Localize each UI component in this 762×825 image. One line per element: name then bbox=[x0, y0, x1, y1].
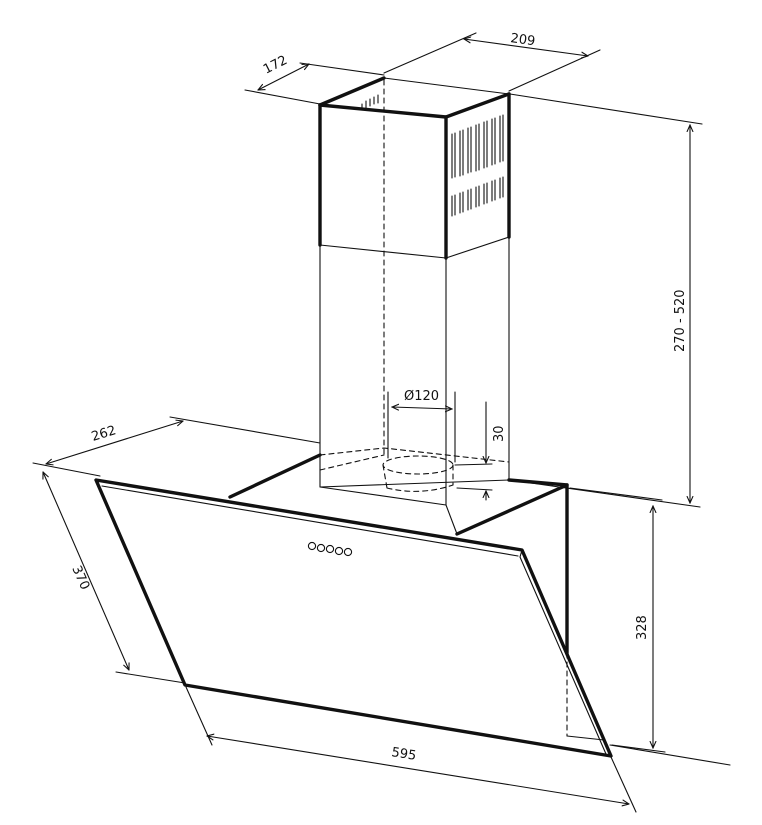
hood-top-back-line bbox=[228, 453, 322, 499]
dim-209-ext-a bbox=[383, 32, 477, 74]
dim-270-ext-top bbox=[509, 93, 703, 125]
dim-270-ext-bottom bbox=[509, 479, 701, 508]
hood-body bbox=[228, 453, 605, 741]
dim-270-label: 270 - 520 bbox=[673, 289, 688, 352]
dim-hood-depth: 262 bbox=[32, 416, 321, 477]
dim-328-floor bbox=[609, 744, 731, 766]
duct-offset-ext-bottom bbox=[456, 487, 493, 491]
glass-panel bbox=[94, 478, 613, 758]
vent-slots-right bbox=[451, 114, 504, 217]
glass-inner-edge bbox=[519, 549, 607, 755]
dim-595-label: 595 bbox=[390, 745, 417, 764]
dim-262-ext-b bbox=[169, 416, 321, 444]
vent-slot-icon bbox=[361, 94, 379, 111]
dim-209-label: 209 bbox=[509, 31, 536, 49]
dim-370-line bbox=[43, 472, 129, 670]
vent-slot-icon bbox=[467, 188, 472, 211]
duct-bottom-curve bbox=[386, 484, 454, 492]
glass-top-inner bbox=[101, 485, 519, 557]
dim-328-ext-top bbox=[569, 487, 663, 501]
dim-595-line bbox=[207, 736, 629, 804]
dim-370-label: 370 bbox=[68, 564, 92, 593]
vent-slot-icon bbox=[483, 120, 488, 169]
dim-209-line bbox=[464, 39, 588, 56]
dim-172-label: 172 bbox=[261, 53, 290, 78]
glass-outline bbox=[94, 478, 613, 758]
vent-slot-icon bbox=[459, 191, 464, 214]
dim-chimney-height: 270 - 520 bbox=[509, 93, 703, 508]
vent-slot-icon bbox=[459, 129, 464, 177]
duct-ellipse bbox=[382, 455, 454, 475]
circle-button-icon bbox=[325, 544, 335, 554]
chimney-upper-top-back bbox=[318, 76, 386, 107]
dim-mount-height: 328 bbox=[569, 487, 731, 766]
dim-262-ext-a bbox=[32, 462, 101, 477]
dim-595-ext-right bbox=[610, 756, 637, 813]
circle-button-icon bbox=[316, 543, 326, 553]
duct-outlet: Ø120 30 bbox=[382, 389, 507, 501]
dim-glass-height: 370 bbox=[43, 472, 186, 684]
dim-172-ext-a bbox=[244, 89, 321, 105]
vent-slot-icon bbox=[483, 182, 488, 205]
dim-chimney-width: 209 bbox=[383, 31, 601, 92]
vent-slot-icon bbox=[467, 126, 472, 174]
duct-dim-line bbox=[392, 407, 452, 409]
vent-slot-icon bbox=[475, 123, 480, 172]
chimney-base-front bbox=[319, 486, 447, 506]
chimney-base-hidden bbox=[319, 447, 510, 471]
hood-top-right-line bbox=[455, 478, 569, 536]
duct-diameter-label: Ø120 bbox=[404, 389, 439, 404]
chimney-section-joint bbox=[319, 236, 510, 259]
dim-chimney-depth: 172 bbox=[244, 53, 385, 105]
duct-offset-ext-top bbox=[454, 463, 493, 466]
vent-slot-icon bbox=[491, 117, 496, 166]
duct-offset-label: 30 bbox=[492, 425, 507, 442]
dim-172-line bbox=[258, 64, 309, 90]
vent-slot-icon bbox=[451, 194, 456, 217]
chimney-upper-front-left bbox=[318, 92, 511, 119]
chimney bbox=[318, 76, 511, 506]
dim-262-label: 262 bbox=[90, 423, 118, 445]
dim-262-line bbox=[46, 421, 183, 464]
control-buttons bbox=[307, 541, 353, 557]
vent-slot-icon bbox=[491, 179, 496, 202]
dim-328-label: 328 bbox=[635, 615, 650, 640]
vent-slot-icon bbox=[475, 185, 480, 208]
vent-slot-icon bbox=[499, 114, 504, 163]
circle-button-icon bbox=[334, 546, 344, 556]
vent-slots-back bbox=[361, 94, 379, 111]
vent-slot-icon bbox=[451, 132, 456, 179]
hood-top-inner bbox=[319, 479, 510, 535]
dim-hood-width: 595 bbox=[185, 686, 637, 813]
vent-slot-icon bbox=[499, 176, 504, 199]
circle-button-icon bbox=[307, 541, 317, 551]
circle-button-icon bbox=[343, 547, 353, 557]
dim-370-ext-bottom bbox=[115, 671, 186, 684]
chimney-upper-top-back-right bbox=[383, 77, 510, 95]
dim-172-ext-b bbox=[299, 62, 385, 76]
dim-328-ext-bottom bbox=[611, 744, 666, 753]
